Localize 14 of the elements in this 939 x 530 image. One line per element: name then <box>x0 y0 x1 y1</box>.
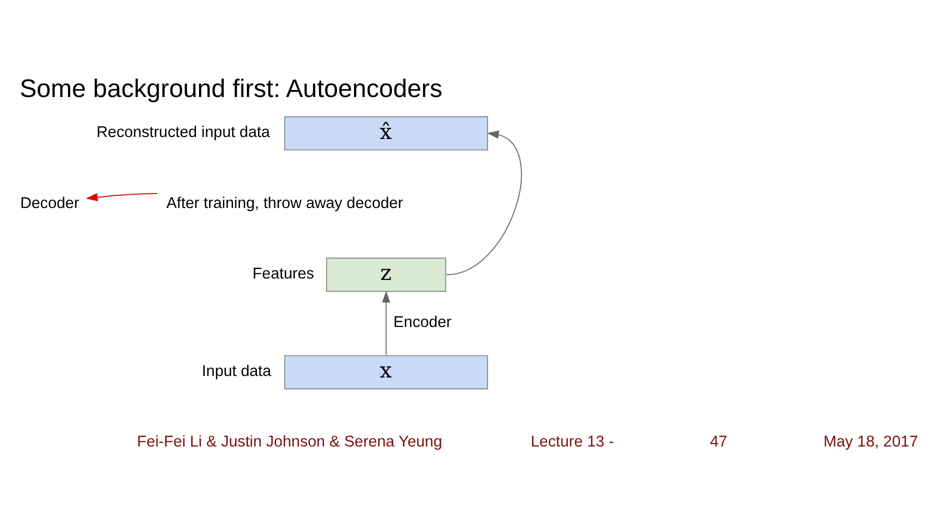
label: May 18, 2017 <box>824 434 918 451</box>
node-label: Features <box>252 265 314 282</box>
node-text: After training, throw away decoder <box>166 194 404 212</box>
label: Fei-Fei Li & Justin Johnson & Serena Yeung <box>137 434 442 451</box>
diagram-title: Some background first: Autoencoders <box>20 75 442 104</box>
node-text: Decoder <box>20 194 80 212</box>
node-label: Input data <box>202 362 272 380</box>
arrow <box>382 290 390 356</box>
edge-label: Encoder <box>393 314 452 332</box>
label: Lecture 13 - <box>530 434 614 451</box>
label: 47 <box>710 434 728 451</box>
arrow <box>86 193 158 202</box>
arrow <box>446 130 522 276</box>
node-label: Reconstructed input data <box>96 124 270 142</box>
